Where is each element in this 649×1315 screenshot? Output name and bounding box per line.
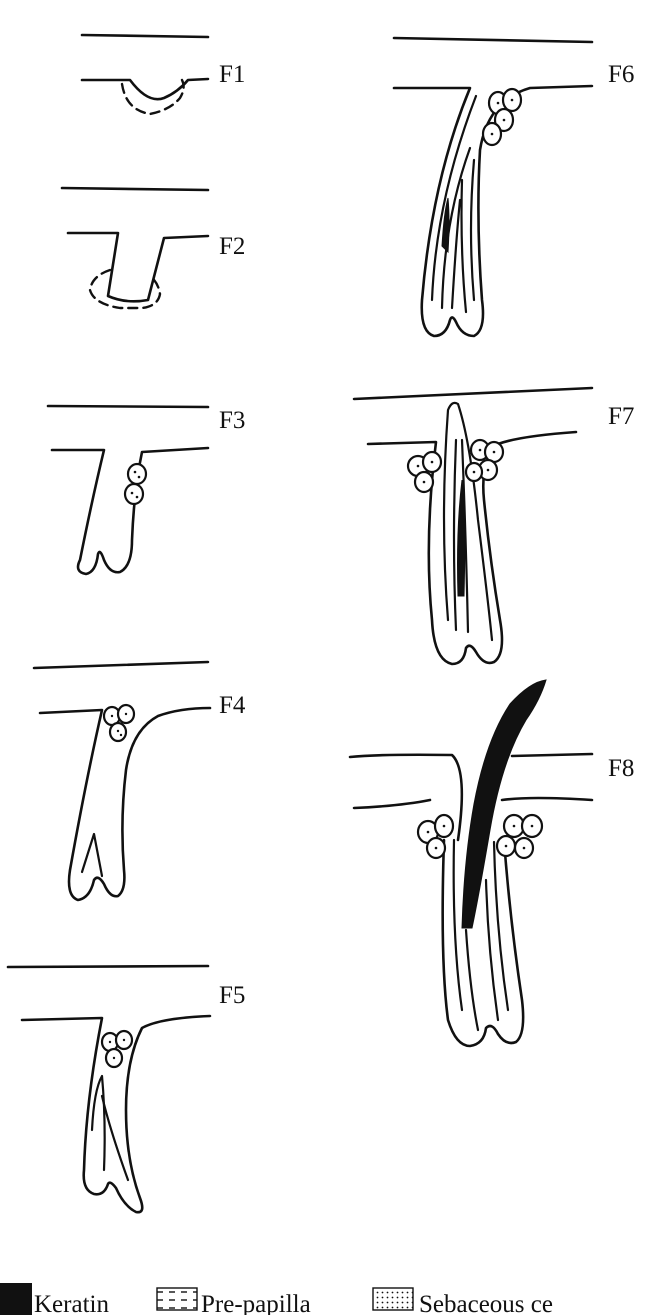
sebaceous-gland-f7-left: [408, 452, 441, 492]
stage-label-f3: F3: [219, 407, 245, 434]
stage-f5: F5: [8, 966, 245, 1212]
stage-label-f5: F5: [219, 982, 245, 1009]
sebaceous-gland-f4: [104, 705, 134, 741]
stage-f2: F2: [62, 188, 245, 308]
legend-item-keratin: Keratin: [0, 1283, 109, 1315]
sebaceous-gland-f8-left: [418, 815, 453, 858]
sebaceous-gland-f6: [483, 89, 521, 145]
sebaceous-gland-f8-right: [497, 815, 542, 858]
legend-label-pre-papilla: Pre-papilla: [201, 1291, 311, 1315]
sebaceous-gland-f5: [102, 1031, 132, 1067]
stage-f4: F4: [34, 662, 246, 900]
stage-f7: F7: [354, 388, 634, 664]
legend-item-pre-papilla: Pre-papilla: [157, 1288, 311, 1315]
stage-label-f6: F6: [608, 61, 634, 88]
legend-label-keratin: Keratin: [34, 1291, 109, 1315]
stage-label-f4: F4: [219, 692, 246, 719]
sebaceous-gland-f3: [125, 464, 146, 504]
stage-label-f2: F2: [219, 233, 245, 260]
legend-swatch-keratin: [0, 1283, 32, 1315]
stage-f8: F8: [350, 680, 634, 1046]
stage-f6: F6: [394, 38, 634, 336]
stage-label-f7: F7: [608, 403, 634, 430]
legend-label-sebaceous: Sebaceous ce: [419, 1291, 553, 1315]
legend-swatch-pre-papilla: [157, 1288, 197, 1310]
stage-f1: F1: [82, 35, 245, 114]
stage-label-f1: F1: [219, 61, 245, 88]
stage-label-f8: F8: [608, 755, 634, 782]
stage-f3: F3: [48, 406, 245, 574]
legend-swatch-sebaceous: [373, 1288, 413, 1310]
legend-item-sebaceous: Sebaceous ce: [373, 1288, 553, 1315]
legend: Keratin Pre-papilla Sebaceous ce: [0, 1283, 553, 1315]
